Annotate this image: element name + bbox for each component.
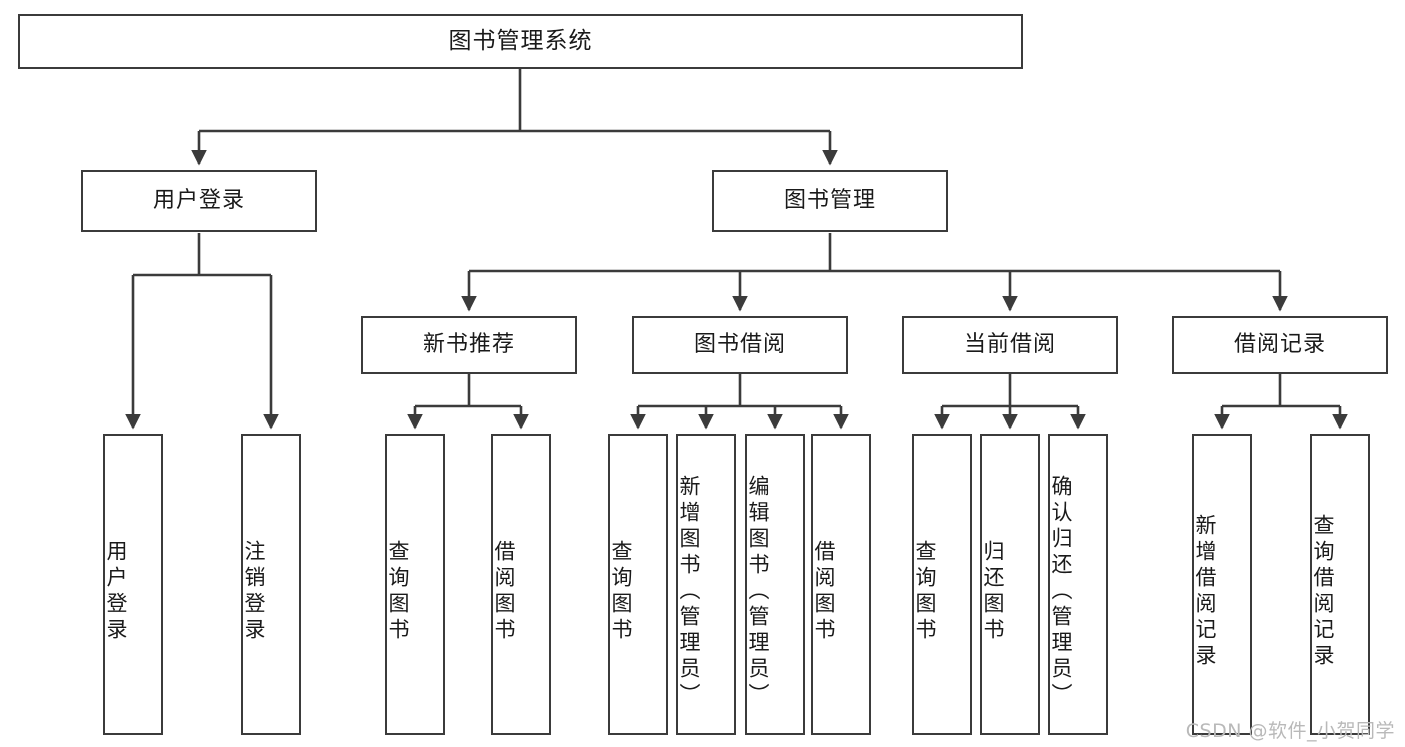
node-leaf-query-book-3-label: 查询图书: [913, 539, 938, 644]
node-borrow-record-label: 借阅记录: [1233, 331, 1326, 357]
node-leaf-user-login-label: 用户登录: [104, 539, 129, 644]
node-leaf-query-record[interactable]: 查询借阅记录: [1310, 434, 1370, 735]
node-leaf-add-record-label: 新增借阅记录: [1193, 513, 1218, 670]
node-root[interactable]: 图书管理系统: [18, 14, 1023, 69]
node-root-label: 图书管理系统: [448, 27, 593, 54]
node-borrow-record[interactable]: 借阅记录: [1172, 316, 1388, 374]
node-leaf-return-book-label: 归还图书: [981, 539, 1006, 644]
node-leaf-query-record-label: 查询借阅记录: [1311, 513, 1336, 670]
node-leaf-logout-label: 注销登录: [242, 539, 267, 644]
node-book-manage-label: 图书管理: [783, 187, 876, 213]
node-user-login[interactable]: 用户登录: [81, 170, 317, 232]
node-leaf-borrow-book-2[interactable]: 借阅图书: [811, 434, 871, 735]
node-leaf-add-record[interactable]: 新增借阅记录: [1192, 434, 1252, 735]
node-leaf-borrow-book-1[interactable]: 借阅图书: [491, 434, 551, 735]
node-book-borrow[interactable]: 图书借阅: [632, 316, 848, 374]
node-current-borrow[interactable]: 当前借阅: [902, 316, 1118, 374]
node-leaf-borrow-book-1-label: 借阅图书: [492, 539, 517, 644]
watermark-text: CSDN @软件_小贺同学: [1185, 720, 1395, 742]
node-leaf-query-book-2-label: 查询图书: [609, 539, 634, 644]
node-leaf-add-book-label: 新增图书（管理员）: [677, 474, 702, 709]
node-leaf-query-book-3[interactable]: 查询图书: [912, 434, 972, 735]
node-leaf-user-login[interactable]: 用户登录: [103, 434, 163, 735]
node-leaf-query-book-2[interactable]: 查询图书: [608, 434, 668, 735]
node-new-book-rec[interactable]: 新书推荐: [361, 316, 577, 374]
node-new-book-rec-label: 新书推荐: [422, 331, 515, 357]
node-current-borrow-label: 当前借阅: [963, 331, 1056, 357]
node-leaf-return-book[interactable]: 归还图书: [980, 434, 1040, 735]
node-book-borrow-label: 图书借阅: [693, 331, 786, 357]
node-user-login-label: 用户登录: [152, 187, 245, 213]
node-leaf-logout[interactable]: 注销登录: [241, 434, 301, 735]
node-leaf-add-book[interactable]: 新增图书（管理员）: [676, 434, 736, 735]
node-book-manage[interactable]: 图书管理: [712, 170, 948, 232]
node-leaf-borrow-book-2-label: 借阅图书: [812, 539, 837, 644]
node-leaf-query-book-1[interactable]: 查询图书: [385, 434, 445, 735]
node-leaf-query-book-1-label: 查询图书: [386, 539, 411, 644]
node-leaf-confirm-return[interactable]: 确认归还（管理员）: [1048, 434, 1108, 735]
node-leaf-confirm-return-label: 确认归还（管理员）: [1049, 474, 1074, 709]
node-leaf-edit-book[interactable]: 编辑图书（管理员）: [745, 434, 805, 735]
node-leaf-edit-book-label: 编辑图书（管理员）: [746, 474, 771, 709]
